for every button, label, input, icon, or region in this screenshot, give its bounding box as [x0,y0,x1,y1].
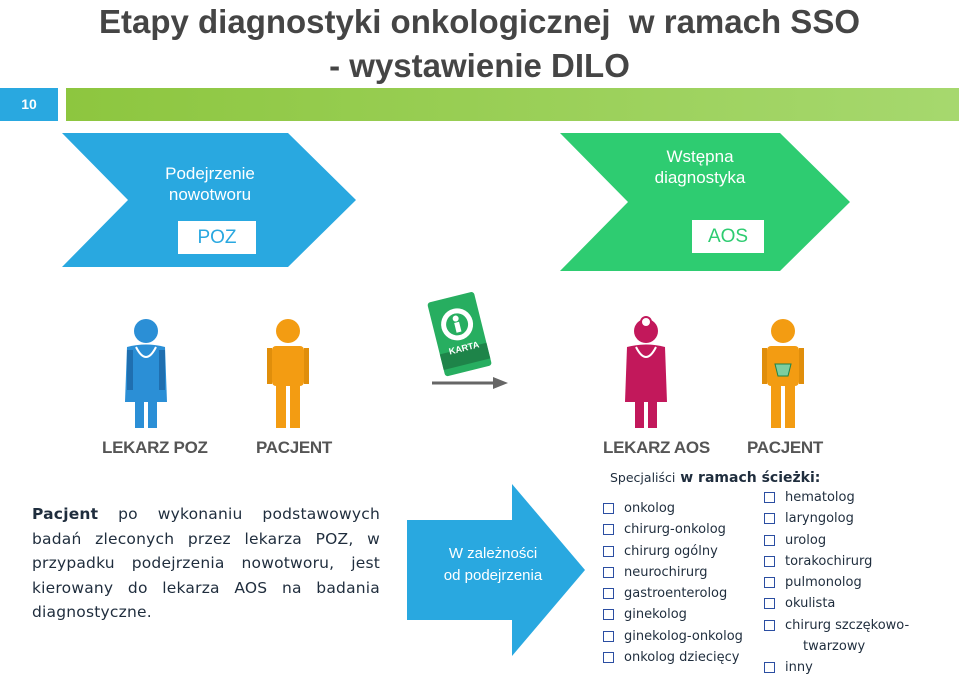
checkbox-icon [603,652,614,664]
list-item-label: pulmonolog [785,575,862,591]
list-item-label: okulista [785,596,836,612]
list-item-label: chirurg ogólny [624,543,718,559]
stage-3-arrow [407,484,585,656]
list-item-label: onkolog dziecięcy [624,650,740,666]
stage-1-label: Podejrzenie nowotworu [148,163,272,205]
list-item: urolog [764,530,909,551]
list-item: neurochirurg [603,562,743,583]
stage-1-label-line2: nowotworu [168,185,252,204]
specialists-list-2: hematolog laryngolog urolog torakochirur… [764,487,909,679]
checkbox-icon [603,566,614,578]
list-item: gastroenterolog [603,583,743,604]
list-item: okulista [764,593,909,614]
paragraph-bold: Pacjent [32,505,99,523]
checkbox-icon [603,630,614,642]
stage-2-label-line1: Wstępna [666,147,734,166]
list-item: onkolog [603,498,743,519]
label-pacjent-right: PACJENT [747,438,823,457]
specialists-list-1: onkolog chirurg-onkolog chirurg ogólny n… [603,498,743,668]
stage-2-label-line2: diagnostyka [654,168,746,187]
patient-right-icon [762,319,804,428]
list-item-continuation: twarzowy [764,636,909,657]
checkbox-icon [603,524,614,536]
list-item: pulmonolog [764,572,909,593]
list-item-label: onkolog [624,501,676,516]
specialists-heading-prefix: Specjaliści [610,470,676,485]
checkbox-icon [764,662,775,674]
checkbox-icon [764,492,775,503]
list-item-label: neurochirurg [624,564,708,580]
stage-3-label-line1: W zależności [448,545,538,562]
list-item: ginekolog [603,604,743,625]
list-item: onkolog dziecięcy [603,647,743,668]
list-item: chirurg-onkolog [603,519,743,540]
karta-card-icon [427,292,492,377]
list-item-label: chirurg szczękowo- [785,617,910,633]
list-item: ginekolog-onkolog [603,626,743,647]
stage-3-label-line2: od podejrzenia [443,567,543,584]
checkbox-icon [764,555,775,567]
list-item-label: ginekolog [624,607,687,623]
doctor-poz-icon [125,319,167,428]
doctor-aos-icon [625,316,667,428]
title-line-2: - wystawienie DILO [329,47,630,84]
list-item-label: chirurg-onkolog [624,522,726,538]
list-item: laryngolog [764,508,909,529]
checkbox-icon [764,577,775,589]
list-item-label: gastroenterolog [624,586,728,602]
checkbox-icon [764,513,775,525]
title-line-1: Etapy diagnostyki onkologicznej w ramach… [98,3,860,40]
checkbox-icon [603,609,614,621]
list-item: hematolog [764,487,909,508]
list-item-label: twarzowy [803,639,866,655]
list-item-label: inny [785,660,813,676]
stage-1-arrow [62,133,356,267]
list-item-label: ginekolog-onkolog [624,628,743,644]
checkbox-icon [603,503,614,514]
stage-1-label-line1: Podejrzenie [165,164,255,183]
label-pacjent-left: PACJENT [256,438,332,457]
paragraph-text: po wykonaniu podstawowych badań zleconyc… [32,505,380,621]
stage-2-label: Wstępna diagnostyka [638,146,762,188]
checkbox-icon [603,588,614,600]
list-item-label: urolog [785,532,827,548]
page-title: Etapy diagnostyki onkologicznej w ramach… [0,0,959,88]
stage-3-label: W zależności od podejrzenia [420,543,566,587]
label-lekarz-poz: LEKARZ POZ [102,438,208,457]
checkbox-icon [764,534,775,546]
slide-number: 10 [0,88,58,121]
description-paragraph: Pacjent po wykonaniu podstawowych badań … [32,502,380,625]
list-item-label: torakochirurg [785,553,873,569]
list-item-label: hematolog [785,490,855,505]
aos-box: AOS [692,220,764,253]
patient-left-icon [267,319,309,428]
checkbox-icon [764,598,775,610]
specialists-heading-bold: w ramach ścieżki: [675,470,821,486]
checkbox-icon [603,545,614,557]
poz-box: POZ [178,221,256,254]
list-item: inny [764,657,909,678]
transfer-arrow-head [493,377,508,389]
header-bar [66,88,959,121]
list-item-label: laryngolog [785,511,854,527]
stage-2-arrow [560,133,850,271]
list-item: chirurg szczękowo- [764,615,909,636]
list-item: chirurg ogólny [603,541,743,562]
checkbox-icon [764,619,775,631]
specialists-heading: Specjaliści w ramach ścieżki: [610,470,820,486]
list-item: torakochirurg [764,551,909,572]
label-lekarz-aos: LEKARZ AOS [603,438,710,457]
